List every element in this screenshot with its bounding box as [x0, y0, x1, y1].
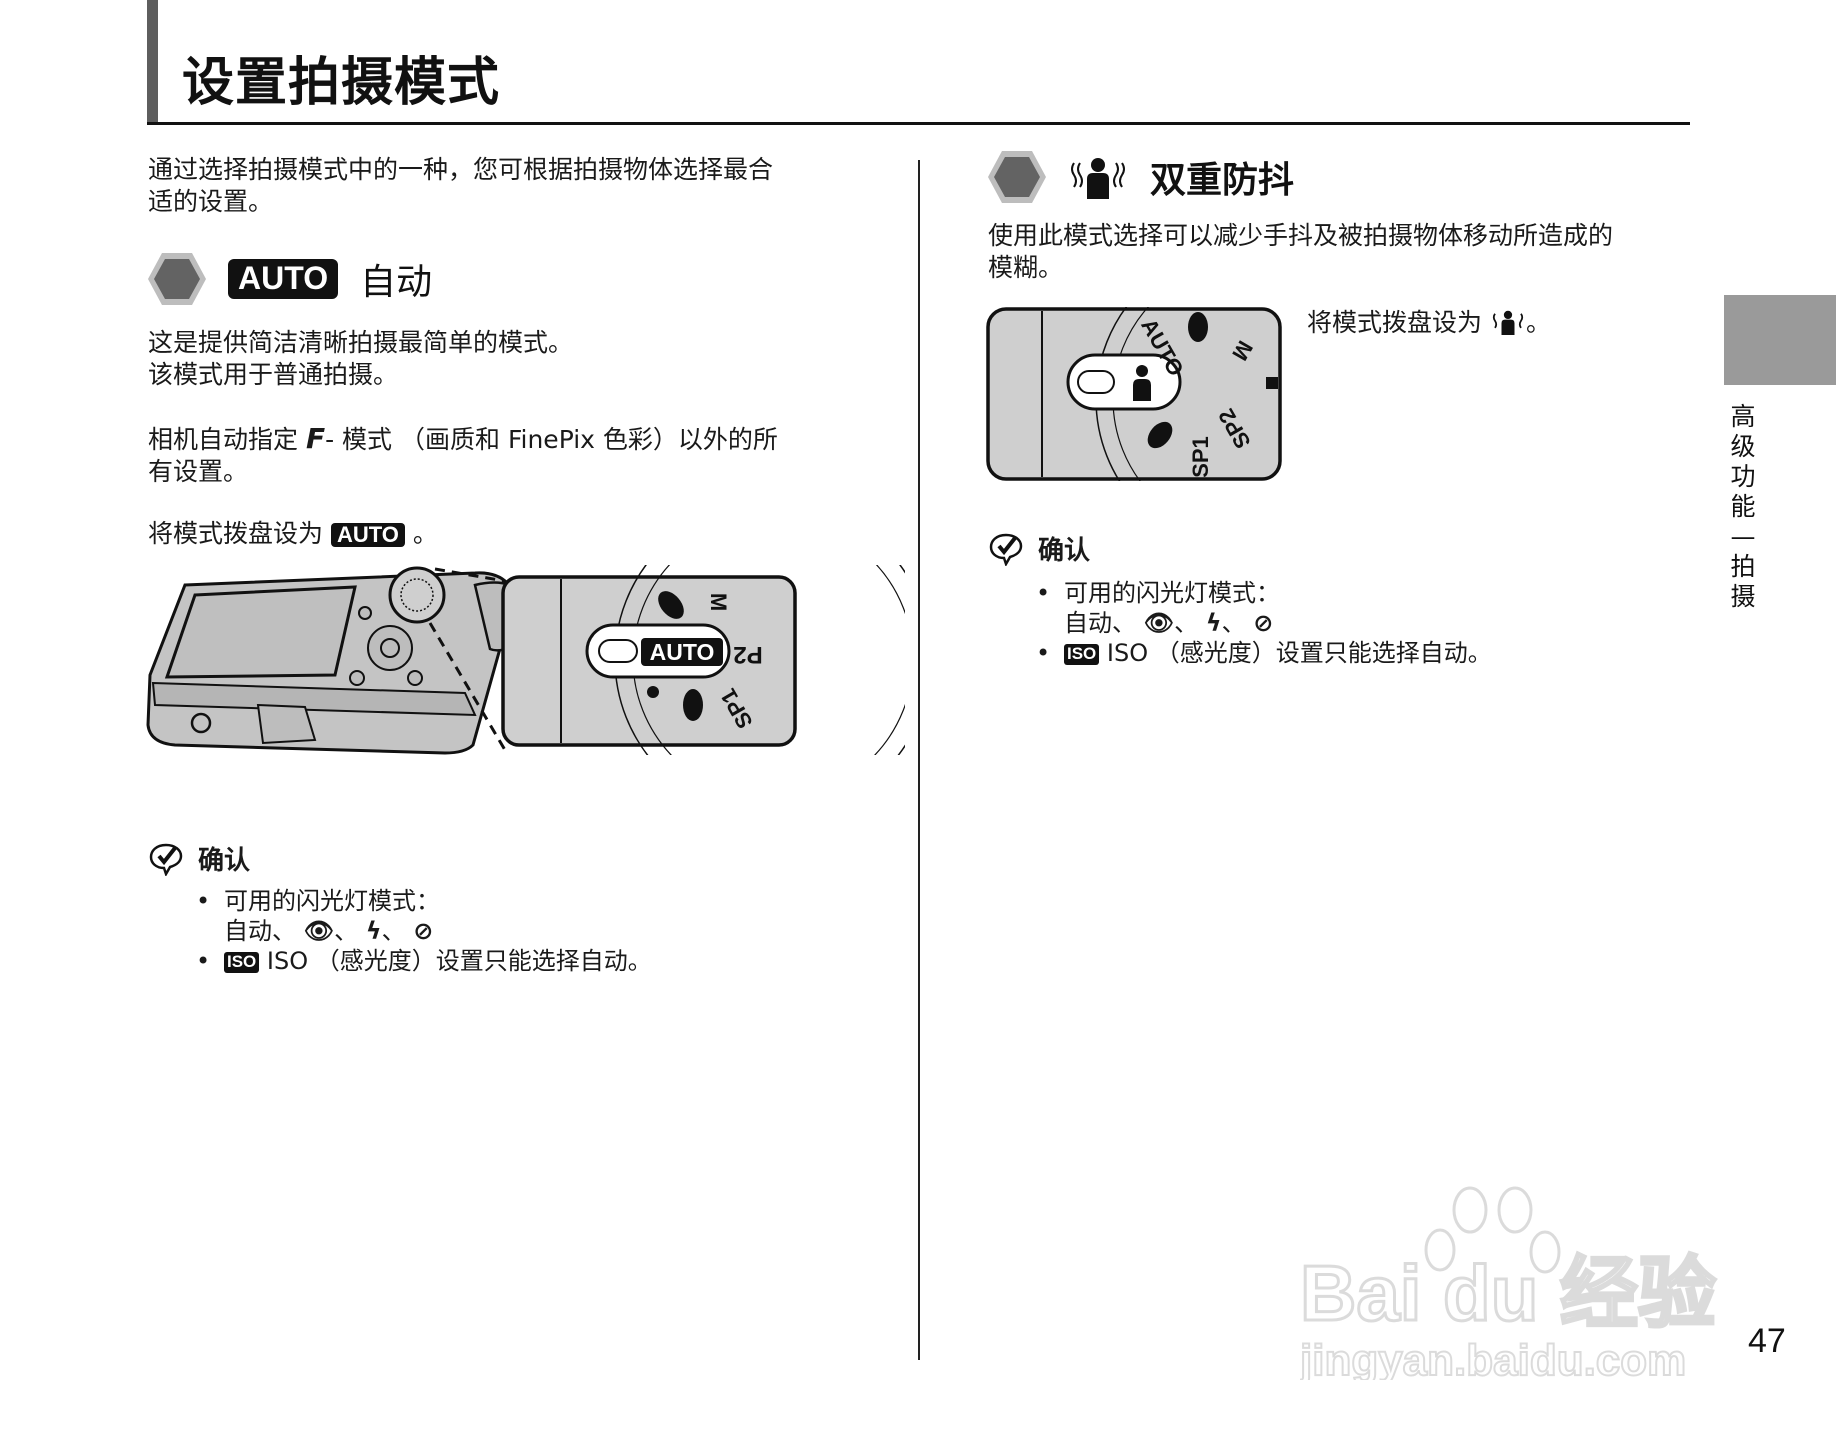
auto-desc-line-1: 这是提供简洁清晰拍摄最简单的模式。 — [148, 328, 574, 357]
auto-section-title: 自动 — [360, 262, 433, 303]
dual-is-section-title: 双重防抖 — [1150, 160, 1295, 201]
page-number: 47 — [1748, 1322, 1786, 1360]
sep: 、 — [1221, 609, 1246, 637]
check-note-icon — [989, 533, 1023, 566]
dual-is-note-list: 可用的闪光灯模式： 自动、 👁、 ϟ、 ⊘ ISO ISO （感光度）设置只能选… — [1036, 578, 1716, 668]
dual-is-flash-modes: 自动、 👁、 ϟ、 ⊘ — [1064, 608, 1716, 638]
header-rule — [147, 122, 1690, 125]
baidu-watermark: Bai du 经验 jingyan.baidu.com — [1298, 1180, 1730, 1386]
tab-char: 功 — [1730, 462, 1756, 491]
baidu-paw-logo-icon: Bai du 经验 jingyan.baidu.com — [1298, 1186, 1718, 1386]
auto-note-list: 可用的闪光灯模式： 自动、 👁、 ϟ、 ⊘ ISO ISO （感光度）设置只能选… — [196, 886, 896, 976]
auto-section-heading: AUTO 自动 — [148, 252, 432, 306]
auto-note-flash: 可用的闪光灯模式： 自动、 👁、 ϟ、 ⊘ — [196, 886, 896, 946]
dual-is-instruction-suffix: 。 — [1525, 308, 1551, 337]
tab-char: 能 — [1730, 492, 1756, 521]
dial-m-label: M — [706, 593, 731, 611]
red-eye-icon: 👁 — [303, 917, 335, 945]
red-eye-icon: 👁 — [1143, 609, 1175, 637]
iso-icon: ISO — [224, 952, 260, 973]
dual-is-mode-icon-inline — [1492, 310, 1524, 335]
auto-description: 这是提供简洁清晰拍摄最简单的模式。 该模式用于普通拍摄。 — [148, 327, 888, 391]
f-mode-icon: F — [305, 422, 326, 455]
dual-is-instruction: 将模式拨盘设为 。 — [1307, 307, 1551, 339]
column-divider — [918, 160, 920, 1360]
auto-instruction: 将模式拨盘设为 AUTO 。 — [148, 518, 438, 550]
watermark-brand: Bai du 经验 — [1300, 1249, 1716, 1337]
hexagon-marker-icon — [148, 253, 206, 305]
intro-line-2: 适的设置。 — [148, 187, 274, 216]
dual-is-flash-label: 可用的闪光灯模式： — [1064, 579, 1280, 607]
dial-auto-label: AUTO — [650, 639, 715, 665]
iso-icon: ISO — [1064, 644, 1100, 665]
auto-settings-prefix: 相机自动指定 — [148, 425, 306, 454]
dual-is-desc-line-1: 使用此模式选择可以减少手抖及被拍摄物体移动所造成的 — [988, 221, 1614, 250]
auto-iso-text: ISO （感光度）设置只能选择自动。 — [259, 947, 652, 975]
watermark-url: jingyan.baidu.com — [1300, 1336, 1686, 1380]
sep: 、 — [1174, 609, 1199, 637]
dual-is-desc-line-2: 模糊。 — [988, 253, 1064, 282]
forced-flash-icon: ϟ — [1205, 609, 1222, 637]
auto-instruction-prefix: 将模式拨盘设为 — [148, 519, 331, 548]
auto-desc-line-2: 该模式用于普通拍摄。 — [148, 360, 399, 389]
auto-mode-badge-inline: AUTO — [330, 522, 405, 548]
flash-off-icon: ⊘ — [413, 917, 434, 945]
dual-is-description: 使用此模式选择可以减少手抖及被拍摄物体移动所造成的 模糊。 — [988, 220, 1708, 284]
tab-char: 摄 — [1730, 582, 1756, 611]
sep: 、 — [381, 917, 406, 945]
dual-is-note-iso: ISO ISO （感光度）设置只能选择自动。 — [1036, 638, 1716, 668]
auto-flash-modes: 自动、 👁、 ϟ、 ⊘ — [224, 916, 896, 946]
dual-is-iso-text: ISO （感光度）设置只能选择自动。 — [1099, 639, 1492, 667]
tab-char: 级 — [1730, 432, 1756, 461]
mode-dial-dual-is-illustration: AUTO SP1 SP2 M — [986, 307, 1282, 481]
auto-settings-paragraph: 相机自动指定 F- 模式 （画质和 FinePix 色彩）以外的所 有设置。 — [148, 423, 908, 488]
auto-instruction-suffix: 。 — [404, 519, 438, 548]
intro-line-1: 通过选择拍摄模式中的一种，您可根据拍摄物体选择最合 — [148, 155, 774, 184]
camera-illustration: AUTO P2 SP1 M — [146, 565, 905, 755]
auto-flash-label: 可用的闪光灯模式： — [224, 887, 440, 915]
intro-paragraph: 通过选择拍摄模式中的一种，您可根据拍摄物体选择最合 适的设置。 — [148, 154, 888, 218]
dual-is-note-title: 确认 — [1038, 536, 1091, 566]
check-note-icon — [149, 843, 183, 876]
auto-note-heading: 确认 — [148, 840, 250, 877]
auto-note-iso: ISO ISO （感光度）设置只能选择自动。 — [196, 946, 896, 976]
tab-char: — — [1730, 522, 1756, 551]
auto-settings-rest: - 模式 （画质和 FinePix 色彩）以外的所 — [325, 425, 778, 454]
auto-mode-badge: AUTO — [228, 259, 339, 299]
dual-is-note-flash: 可用的闪光灯模式： 自动、 👁、 ϟ、 ⊘ — [1036, 578, 1716, 638]
page-title: 设置拍摄模式 — [182, 53, 501, 113]
flash-off-icon: ⊘ — [1253, 609, 1274, 637]
flash-auto-text: 自动、 — [224, 917, 296, 945]
tab-char: 拍 — [1730, 552, 1756, 581]
dual-is-mode-icon — [1071, 158, 1125, 199]
flash-auto-text: 自动、 — [1064, 609, 1136, 637]
forced-flash-icon: ϟ — [365, 917, 382, 945]
tab-char: 高 — [1730, 402, 1756, 431]
title-accent-bar — [147, 0, 158, 125]
hexagon-marker-icon — [988, 151, 1046, 203]
dial-p2-label: P2 — [733, 641, 762, 668]
sep: 、 — [334, 917, 359, 945]
dial-sp1-label: SP1 — [1188, 436, 1213, 478]
chapter-tab — [1724, 295, 1836, 385]
dual-is-instruction-prefix: 将模式拨盘设为 — [1307, 308, 1490, 337]
dual-is-section-heading: 双重防抖 — [988, 150, 1294, 204]
dual-is-note-heading: 确认 — [988, 530, 1090, 567]
auto-note-title: 确认 — [198, 846, 251, 876]
auto-settings-line-2: 有设置。 — [148, 457, 249, 486]
chapter-tab-label: 高 级 功 能 — 拍 摄 — [1728, 402, 1758, 612]
